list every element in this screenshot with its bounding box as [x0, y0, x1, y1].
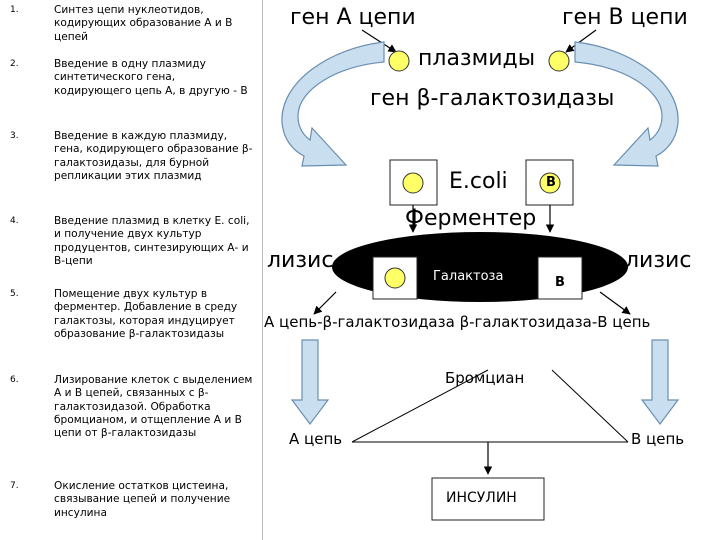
ecoli-label: E.coli [449, 169, 508, 194]
step-number: 3. [10, 131, 19, 141]
lysis-right-arrow [599, 291, 631, 315]
step-text: Введение плазмид в клетку E. coli, и пол… [54, 215, 250, 267]
right-curved-arrow [574, 41, 679, 167]
lysis-left-arrow [313, 291, 337, 315]
right-down-block-arrow [640, 339, 680, 425]
galactose-label: Галактоза [433, 269, 504, 284]
fermenter-label: Ферментер [405, 206, 537, 231]
step-text: Помещение двух культур в ферментер. Доба… [54, 288, 238, 340]
step-text: Лизирование клеток с выделением А и В це… [54, 374, 253, 440]
bromcyan-line-right [551, 369, 629, 443]
plasmid-a [388, 50, 410, 72]
lysis-right-label: лизис [625, 248, 692, 273]
column-divider [262, 0, 263, 540]
gene-b-arrow [565, 29, 597, 53]
insulin-box [431, 477, 545, 521]
chain-row-label: А цепь-β-галактозидаза β-галактозидаза-В… [264, 313, 651, 331]
step-number: 7. [10, 481, 19, 491]
bromcyan-line-left [351, 369, 489, 443]
step-number: 1. [10, 5, 19, 15]
insulin-label: ИНСУЛИН [446, 490, 517, 506]
b-marker-label: В [546, 175, 556, 190]
lysis-left-label: лизис [267, 248, 334, 273]
chain-b-label: В цепь [631, 430, 685, 448]
gene-b-label: ген В цепи [562, 5, 688, 30]
gene-a-arrow [361, 29, 397, 53]
cell-plasmid-right [539, 172, 561, 194]
step-number: 6. [10, 375, 19, 385]
step-text: Введение в одну плазмиду синтетического … [54, 58, 248, 97]
cell-box-right [525, 159, 574, 206]
left-curved-arrow [281, 41, 385, 167]
step-text: Введение в каждую плазмиду, гена, кодиру… [54, 130, 253, 182]
step-text: Синтез цепи нуклеотидов, кодирующих обра… [54, 4, 233, 43]
beta-gene-label: ген β-галактозидазы [370, 86, 615, 111]
gene-a-label: ген А цепи [290, 5, 416, 30]
step-number: 4. [10, 216, 19, 226]
plasmid-b [548, 50, 570, 72]
step-number: 5. [10, 289, 19, 299]
fermenter-cell-right [537, 256, 583, 300]
left-down-block-arrow [290, 339, 330, 425]
plasmids-label: плазмиды [418, 46, 536, 71]
step-text: Окисление остатков цистеина, связывание … [54, 480, 231, 519]
b-marker-inner-label: В [555, 275, 565, 290]
step-number: 2. [10, 59, 19, 69]
bromcyan-label: Бромциан [445, 369, 525, 387]
chain-a-label: А цепь [289, 430, 343, 448]
fermenter-plasmid-left [384, 267, 406, 289]
cell-plasmid-left [402, 172, 424, 194]
steps-list: 1. Синтез цепи нуклеотидов, кодирующих о… [0, 0, 258, 540]
